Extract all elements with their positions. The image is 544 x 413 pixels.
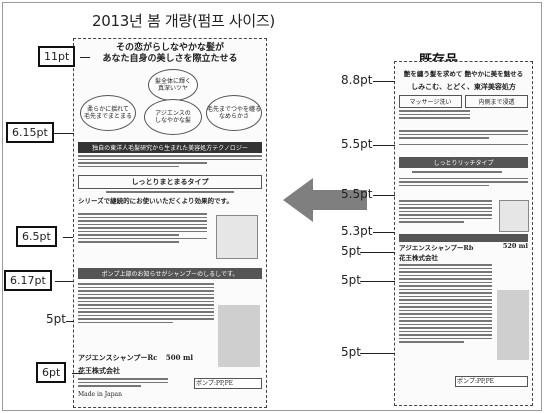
right-pump-illustration	[499, 200, 529, 232]
left-made-in: Made in Japan	[78, 391, 122, 398]
left-pump-material: ポンプ:PP,PE	[194, 378, 262, 389]
left-fine-print	[78, 281, 214, 325]
left-band: 独自の東洋人毛髪研究から生まれた美容処方テクノロジー	[78, 142, 262, 153]
right-label-maker: 5pt	[341, 273, 361, 287]
left-barcode-area	[218, 305, 260, 367]
left-series: シリーズで継続的にお使いいただくより効果的です。	[78, 197, 233, 205]
left-label-headline: 11pt	[38, 46, 76, 67]
left-label-notice-bar: 6.17pt	[4, 270, 52, 291]
left-maker: 花王株式会社	[78, 366, 120, 375]
left-headline: その恋がらしなやかな髪が あなた自身の美しさを際立たせる	[102, 43, 238, 64]
right-maker: 花王株式会社	[399, 254, 438, 262]
right-label-headline: 8.8pt	[341, 73, 373, 87]
existing-product-label: 艶を纏う髪を求めて 艶やかに美を魅せる しみこむ、とどく、東洋美容処方 マッサー…	[394, 61, 533, 406]
circle-right: 毛先までつやを纏る なめらかさ	[206, 95, 262, 131]
left-usage-bar: ポンプ上部のお知らせがシャンプーのしるしです。	[78, 268, 262, 279]
left-label-maker: 6pt	[36, 362, 67, 383]
right-label-type: 5.5pt	[341, 187, 373, 201]
right-usage-text	[399, 198, 492, 225]
right-box-penetrate: 内側まで浸透	[465, 95, 528, 108]
circle-top: 髪全体に輝く 真深いツヤ	[148, 69, 198, 101]
right-type-text	[399, 169, 528, 188]
right-type-title: しっとりリッチタイプ	[399, 157, 528, 168]
right-box-massage: マッサージ洗い	[399, 95, 462, 108]
right-volume: 520 ml	[502, 242, 528, 250]
left-address	[78, 376, 168, 389]
right-pump-material: ポンプ:PP,PE	[455, 376, 528, 387]
page-title: 2013년 봄 개량(펌프 사이즈)	[92, 12, 275, 30]
circle-mid: アジエンスの しなやかな髪	[144, 99, 202, 135]
left-label-usage: 6.5pt	[16, 226, 57, 247]
circle-left: 柔らかに揺れて 毛先までまとまる	[80, 95, 136, 131]
right-label-ingredients: 5.5pt	[341, 137, 373, 151]
left-usage-text	[78, 211, 262, 245]
comparison-arrow-icon	[283, 178, 367, 222]
right-usage-bar	[399, 234, 528, 242]
left-label-fine-print: 5pt	[46, 312, 66, 326]
pump-illustration	[216, 215, 258, 259]
left-ingredients	[78, 153, 262, 169]
new-product-label: その恋がらしなやかな髪が あなた自身の美しさを際立たせる 髪全体に輝く 真深いツ…	[73, 38, 267, 408]
left-label-ingredients: 6.15pt	[6, 122, 54, 143]
left-type-text	[78, 189, 262, 195]
left-volume: 500 ml	[165, 353, 194, 362]
right-subline: しみこむ、とどく、東洋美容処方	[411, 82, 516, 91]
left-product-name: アジエンスシャンプーRc	[78, 353, 158, 362]
right-barcode-area	[497, 290, 529, 360]
right-box-text	[399, 108, 528, 121]
right-fine-print	[399, 262, 492, 345]
left-type-title: しっとりまとまるタイプ	[78, 175, 262, 189]
right-label-usage: 5.3pt	[341, 224, 373, 238]
right-product-name: アジエンスシャンプーRb	[399, 244, 474, 252]
right-label-notice-bar: 5pt	[341, 244, 361, 258]
right-headline: 艶を纏う髪を求めて 艶やかに美を魅せる	[403, 70, 524, 78]
right-label-fine-print: 5pt	[341, 345, 361, 359]
right-ingredients	[399, 128, 528, 147]
